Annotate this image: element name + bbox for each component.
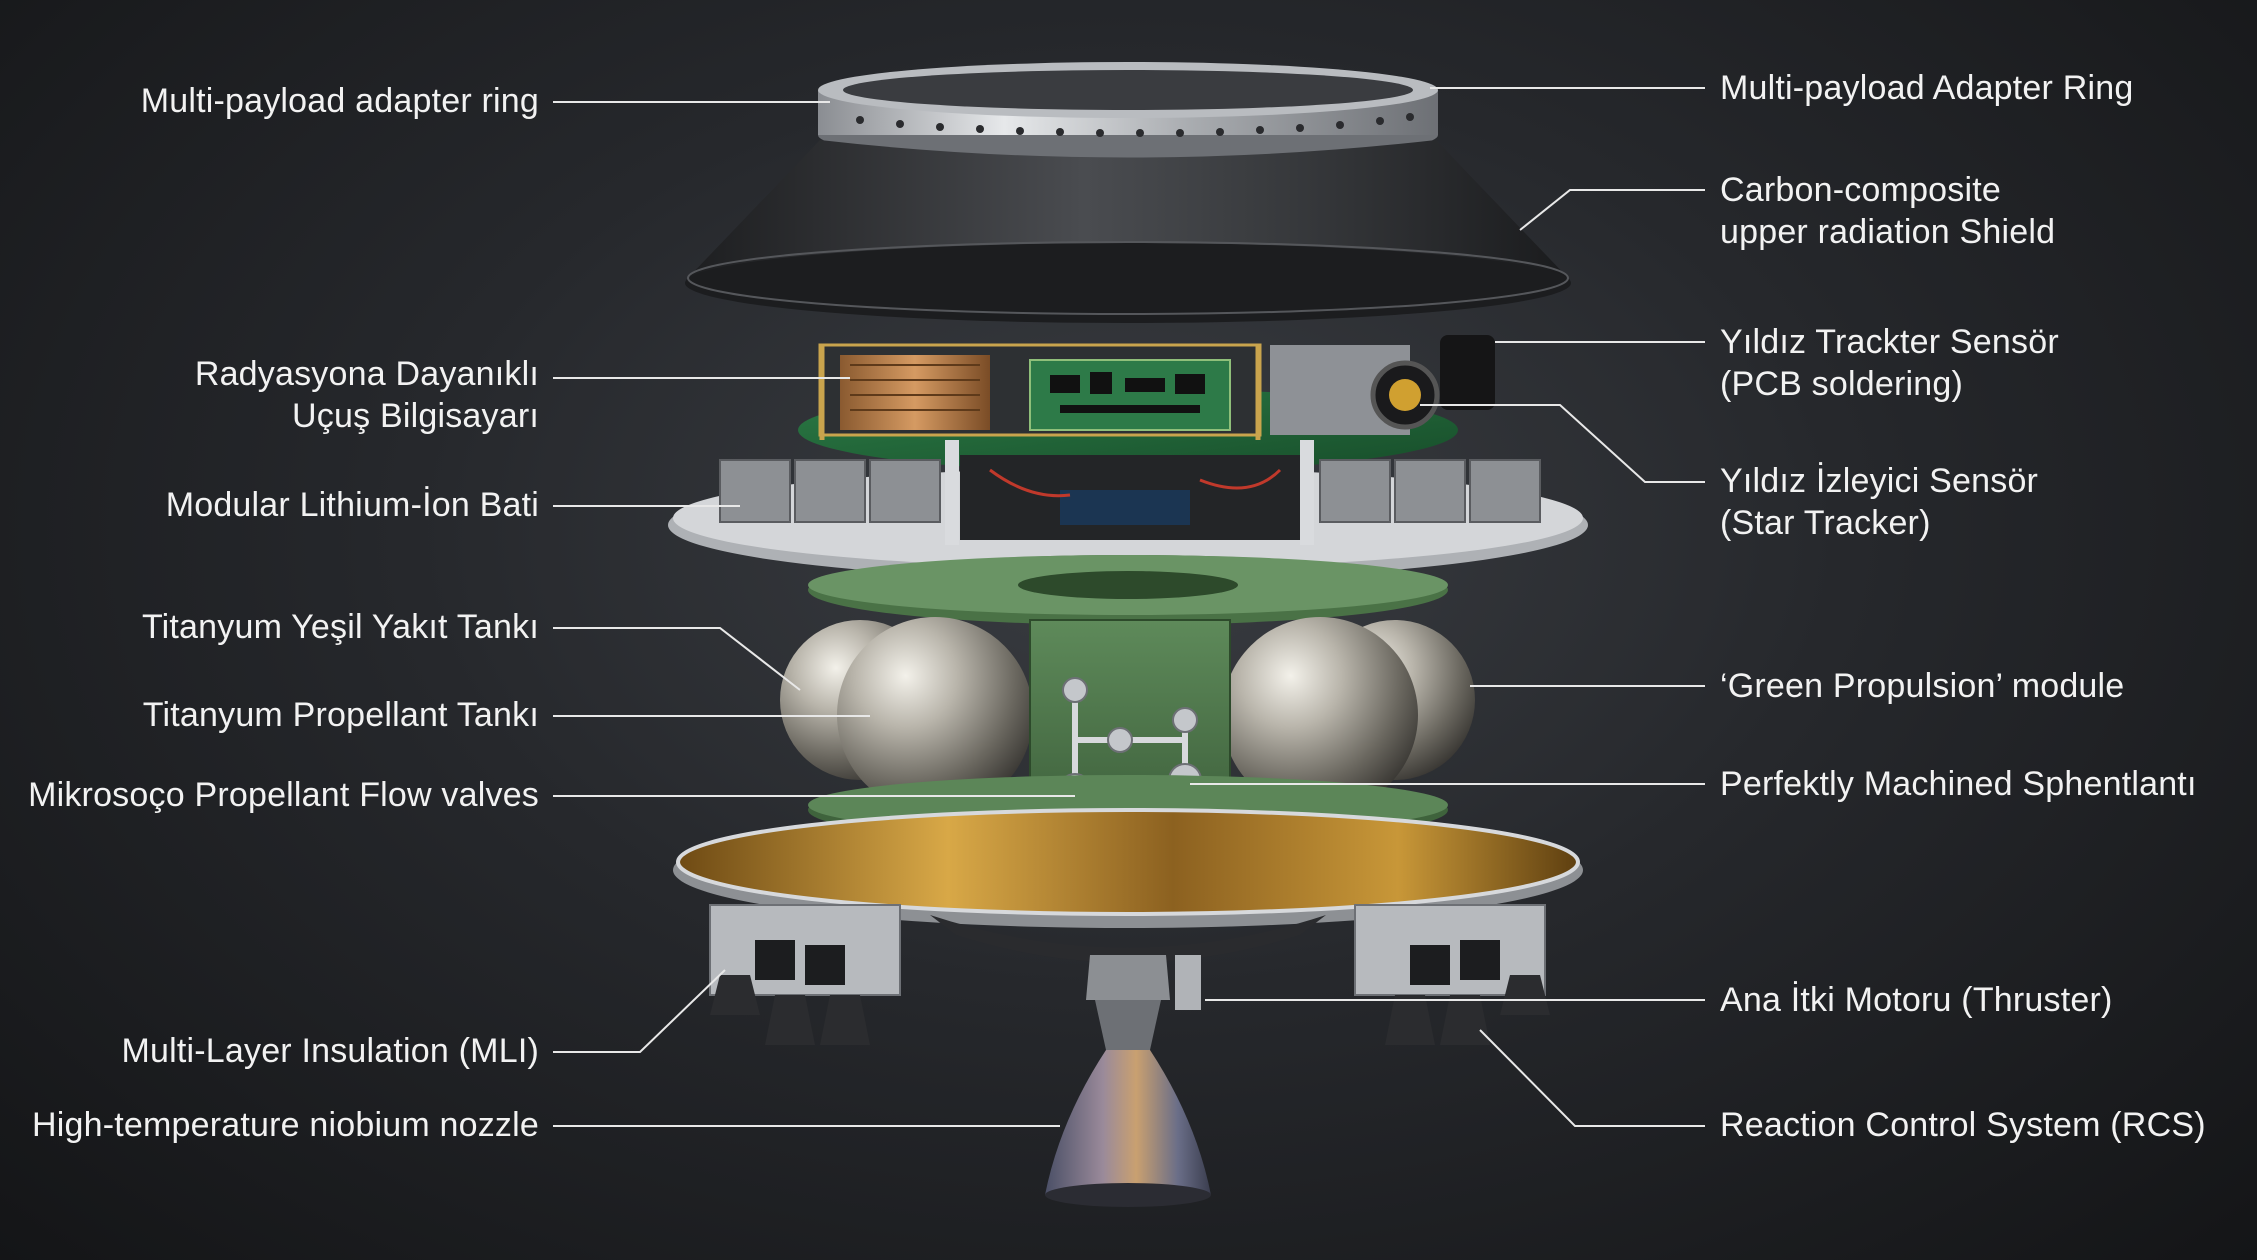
label-main-thruster: Ana İtki Motoru (Thruster) — [1720, 979, 2113, 1021]
label-modular-lithium-ion-battery: Modular Lithium-İon Bati — [166, 484, 539, 526]
label-reaction-control-system: Reaction Control System (RCS) — [1720, 1104, 2206, 1146]
label-line: (PCB soldering) — [1720, 365, 1963, 403]
label-multi-payload-adapter-ring-right: Multi-payload Adapter Ring — [1720, 67, 2133, 109]
leader-lines — [553, 87, 1705, 1127]
main-thruster-assembly — [1045, 955, 1211, 1207]
label-titanium-propellant-tank: Titanyum Propellant Tankı — [143, 694, 539, 736]
label-line: (Star Tracker) — [1720, 504, 1931, 542]
label-line: ‘Green Propulsion’ module — [1720, 667, 2125, 705]
label-line: Multi-payload adapter ring — [140, 82, 539, 120]
adapter-ring — [818, 62, 1438, 163]
label-line: Perfektly Machined Sphentlantı — [1720, 765, 2197, 803]
carbon-shield — [685, 140, 1571, 323]
label-line: Carbon-composite — [1720, 171, 2001, 209]
label-line: Modular Lithium-İon Bati — [165, 486, 539, 524]
label-line: Yıldız İzleyici Sensör — [1720, 462, 2039, 500]
label-micro-propellant-flow-valves: Mikrosoço Propellant Flow valves — [28, 774, 539, 816]
label-line: Titanyum Propellant Tankı — [142, 696, 539, 734]
label-star-tracker-sensor-pcb: Yıldız Trackter Sensör (PCB soldering) — [1720, 321, 2059, 405]
label-line: Reaction Control System (RCS) — [1720, 1106, 2206, 1144]
mli-base-plate — [673, 808, 1583, 963]
label-radiation-flight-computer: Radyasyona Dayanıklı Uçuş Bilgisayarı — [195, 353, 539, 437]
label-line: High-temperature niobium nozzle — [31, 1106, 539, 1144]
label-perfectly-machined-part: Perfektly Machined Sphentlantı — [1720, 763, 2197, 805]
rcs-pods — [709, 904, 1550, 1045]
label-line: Multi-Layer Insulation (MLI) — [121, 1032, 539, 1070]
label-carbon-composite-shield: Carbon-composite upper radiation Shield — [1720, 169, 2055, 253]
label-titanium-green-fuel-tank: Titanyum Yeşil Yakıt Tankı — [142, 606, 539, 648]
label-line: Radyasyona Dayanıklı — [194, 355, 539, 393]
label-line: Mikrosoço Propellant Flow valves — [28, 776, 539, 814]
label-line: Multi-payload Adapter Ring — [1720, 69, 2134, 107]
label-green-propulsion-module: ‘Green Propulsion’ module — [1720, 665, 2124, 707]
label-niobium-nozzle: High-temperature niobium nozzle — [32, 1104, 539, 1146]
label-line: Yıldız Trackter Sensör — [1720, 323, 2059, 361]
label-line: Titanyum Yeşil Yakıt Tankı — [141, 608, 539, 646]
label-multi-payload-adapter-ring-left: Multi-payload adapter ring — [141, 80, 539, 122]
label-star-tracker-sensor: Yıldız İzleyici Sensör (Star Tracker) — [1720, 460, 2038, 544]
battery-deck — [668, 440, 1588, 580]
label-line: Uçuş Bilgisayarı — [292, 397, 539, 435]
label-line: Ana İtki Motoru (Thruster) — [1720, 981, 2113, 1019]
label-line: upper radiation Shield — [1720, 213, 2056, 251]
label-multi-layer-insulation: Multi-Layer Insulation (MLI) — [121, 1030, 539, 1072]
propulsion-module — [780, 555, 1475, 844]
avionics-deck — [798, 335, 1495, 472]
